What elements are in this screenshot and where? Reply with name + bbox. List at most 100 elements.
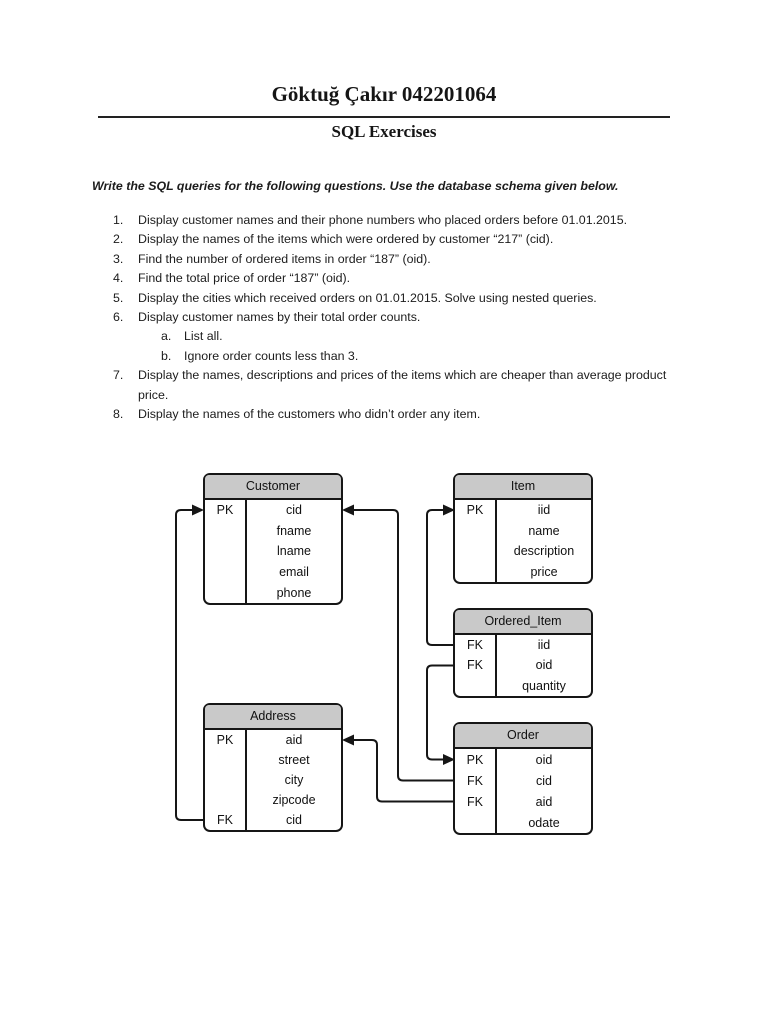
table-row: FK cid xyxy=(455,770,591,791)
entity-table-order: Order PK oid FK cid FK aid odate xyxy=(453,722,593,835)
list-item-number: 4. xyxy=(113,271,124,286)
table-row: odate xyxy=(455,812,591,833)
key-cell xyxy=(205,520,247,542)
table-row: street xyxy=(205,750,341,770)
key-cell: PK xyxy=(205,500,247,521)
instruction-text: Write the SQL queries for the following … xyxy=(92,179,619,193)
field-cell: iid xyxy=(537,503,551,518)
key-cell xyxy=(205,770,247,790)
key-cell xyxy=(455,561,497,582)
table-row: FK aid xyxy=(455,791,591,812)
list-item-letter: a. xyxy=(161,329,172,344)
field-cell: street xyxy=(278,753,310,767)
table-row: quantity xyxy=(455,675,591,696)
key-cell: FK xyxy=(455,791,497,812)
list-item-number: 3. xyxy=(113,251,124,266)
field-cell: cid xyxy=(536,773,552,788)
table-row: city xyxy=(205,770,341,790)
key-cell xyxy=(205,790,247,810)
list-item-number: 5. xyxy=(113,290,124,305)
table-title: Customer xyxy=(205,475,341,500)
table-body: PK iid name description price xyxy=(455,500,591,582)
table-row: description xyxy=(455,541,591,562)
field-cell: phone xyxy=(276,585,312,600)
list-item-text: Find the total price of order “187” (oid… xyxy=(138,271,351,286)
field-cell: quantity xyxy=(522,678,566,693)
list-item-number: 7. xyxy=(113,368,124,383)
field-cell: lname xyxy=(276,544,312,559)
key-cell: FK xyxy=(455,655,497,676)
list-item-number: 2. xyxy=(113,232,124,247)
field-cell: name xyxy=(528,523,560,538)
entity-table-address: Address PK aid street city zipcode FK ci… xyxy=(203,703,343,832)
key-cell xyxy=(205,541,247,562)
table-title: Order xyxy=(455,724,591,749)
list-item-text: Display customer names and their phone n… xyxy=(138,213,628,227)
key-cell: FK xyxy=(205,810,247,830)
list-item-text: List all. xyxy=(184,329,223,344)
list-item-text: Ignore order counts less than 3. xyxy=(184,348,359,363)
title-divider-rule xyxy=(98,116,670,118)
table-title: Address xyxy=(205,705,341,730)
table-row: FK iid xyxy=(455,635,591,656)
table-body: FK iid FK oid quantity xyxy=(455,635,591,696)
table-row: zipcode xyxy=(205,790,341,810)
table-row: FK cid xyxy=(205,810,341,830)
entity-table-customer: Customer PK cid fname lname email phone xyxy=(203,473,343,605)
list-item-letter: b. xyxy=(161,348,172,363)
list-item: 2. Display the names of the items which … xyxy=(113,230,693,249)
list-item: 7. Display the names, descriptions and p… xyxy=(113,366,693,405)
field-cell: fname xyxy=(276,523,312,538)
key-cell xyxy=(205,582,247,603)
field-cell: cid xyxy=(286,503,302,518)
table-title: Ordered_Item xyxy=(455,610,591,635)
table-row: FK oid xyxy=(455,655,591,676)
key-cell: FK xyxy=(455,770,497,791)
list-item-number: 1. xyxy=(113,213,124,227)
list-item: 3. Find the number of ordered items in o… xyxy=(113,250,693,269)
field-cell: city xyxy=(284,773,304,787)
list-item-text: Display the names of the customers who d… xyxy=(138,407,481,422)
table-body: PK cid fname lname email phone xyxy=(205,500,341,603)
table-row: PK oid xyxy=(455,749,591,770)
connector-order-customer xyxy=(354,509,455,782)
field-cell: email xyxy=(279,565,309,580)
table-row: phone xyxy=(205,582,341,603)
field-cell: cid xyxy=(286,813,302,827)
key-cell: PK xyxy=(455,749,497,770)
field-cell: oid xyxy=(535,752,553,767)
page-title: Göktuğ Çakır 042201064 xyxy=(271,82,497,106)
connector-address-customer xyxy=(175,509,205,821)
list-item: 1. Display customer names and their phon… xyxy=(113,211,693,230)
connector-ordereditem-order xyxy=(426,664,455,761)
table-row: PK iid xyxy=(455,500,591,521)
table-row: name xyxy=(455,520,591,541)
field-cell: aid xyxy=(285,733,303,747)
list-item-text: Display the cities which received orders… xyxy=(138,290,597,305)
table-body: PK aid street city zipcode FK cid xyxy=(205,730,341,830)
field-cell: iid xyxy=(537,638,551,653)
key-cell xyxy=(455,541,497,562)
page-subtitle: SQL Exercises xyxy=(331,122,437,141)
table-row: price xyxy=(455,561,591,582)
table-body: PK oid FK cid FK aid odate xyxy=(455,749,591,833)
key-cell: PK xyxy=(455,500,497,521)
table-row: lname xyxy=(205,541,341,562)
list-item: 4. Find the total price of order “187” (… xyxy=(113,269,693,288)
table-row: PK cid xyxy=(205,500,341,521)
sub-list-item: a. List all. xyxy=(161,327,693,346)
field-cell: zipcode xyxy=(272,793,316,807)
key-cell: FK xyxy=(455,635,497,656)
list-item-text: Find the number of ordered items in orde… xyxy=(138,251,431,266)
list-item-number: 6. xyxy=(113,310,124,325)
field-cell: price xyxy=(530,564,558,579)
list-item-text: Display the names, descriptions and pric… xyxy=(138,368,667,402)
list-item: 8. Display the names of the customers wh… xyxy=(113,405,693,424)
list-item-number: 8. xyxy=(113,407,124,422)
field-cell: description xyxy=(513,544,575,559)
arrowhead-icon xyxy=(342,504,354,516)
table-row: fname xyxy=(205,520,341,542)
